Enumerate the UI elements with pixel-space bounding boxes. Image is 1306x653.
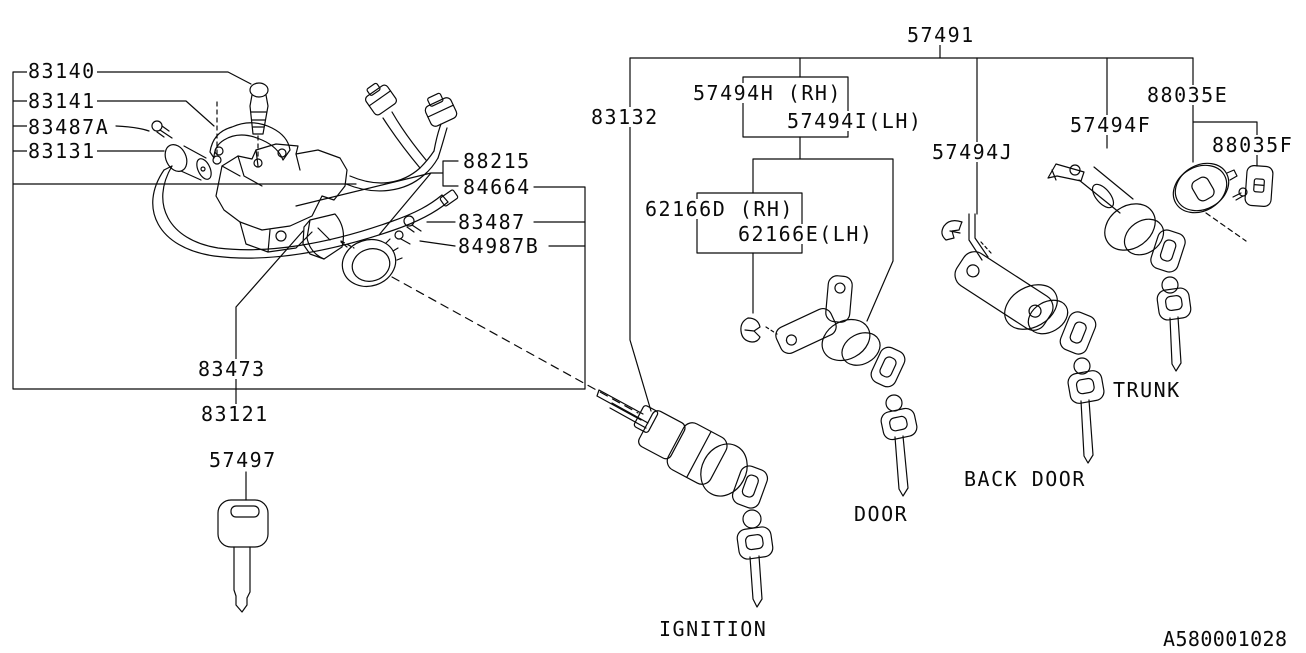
part-label-57491: 57491 (906, 23, 976, 47)
part-label-84987b: 84987B (457, 234, 541, 258)
part-label-83473: 83473 (197, 357, 267, 381)
part-label-88215: 88215 (462, 149, 532, 173)
escutcheon-ring-drawing (340, 238, 403, 288)
key-ring-icon (742, 509, 762, 529)
door-lock-drawing (740, 275, 918, 497)
part-label-83131: 83131 (27, 139, 97, 163)
bolt-83140-drawing (249, 82, 269, 135)
caption-door: DOOR (853, 502, 910, 526)
part-label-83121: 83121 (200, 402, 270, 426)
part-label-62166e: 62166E(LH) (737, 222, 875, 246)
caption-back-door: BACK DOOR (963, 467, 1087, 491)
master-key-drawing (217, 499, 269, 613)
part-label-57494h: 57494H (RH) (692, 81, 843, 105)
screw-84987b-drawing (394, 230, 411, 245)
part-label-57497: 57497 (208, 448, 278, 472)
part-label-88035e: 88035E (1146, 83, 1230, 107)
screw-83487-drawing (403, 215, 422, 233)
ignition-spare-key (736, 526, 774, 608)
part-label-57494i: 57494I(LH) (786, 109, 924, 133)
part-label-84664: 84664 (462, 175, 532, 199)
part-label-83141: 83141 (27, 89, 97, 113)
caption-trunk: TRUNK (1112, 378, 1182, 402)
key-ring-icon (1073, 357, 1091, 375)
ignition-lock-drawing (596, 389, 774, 608)
part-label-88035f: 88035F (1211, 133, 1295, 157)
key-ring-icon (1161, 276, 1179, 294)
ignition-key-inserted (731, 465, 769, 509)
part-label-57494j: 57494J (931, 140, 1015, 164)
back-door-lock-drawing (941, 213, 1105, 464)
key-ring-icon (885, 394, 903, 412)
part-label-83140: 83140 (27, 59, 97, 83)
part-label-83132: 83132 (590, 105, 660, 129)
part-label-83487: 83487 (457, 210, 527, 234)
harness-connector-icon (365, 82, 458, 127)
dashed-alignment-lines (216, 101, 1247, 414)
part-label-83487a: 83487A (27, 115, 111, 139)
clamp-83141-drawing (209, 122, 291, 161)
part-label-57494f: 57494F (1069, 113, 1153, 137)
trunk-lock-drawing (1047, 163, 1192, 372)
cylinder-83131-drawing (164, 144, 212, 181)
drawing-number: A580001028 (1162, 627, 1289, 651)
pad-83473-drawing (302, 213, 345, 260)
caption-ignition: IGNITION (658, 617, 769, 641)
part-label-62166d: 62166D (RH) (644, 197, 795, 221)
wiring-harness-drawing (152, 111, 459, 259)
lock-housing-drawing (212, 143, 348, 253)
gasket-88035e-drawing (1172, 162, 1238, 214)
cover-88035f-drawing (1232, 165, 1274, 207)
steering-lock-assembly-drawing (151, 82, 459, 288)
screw-83487a-drawing (151, 120, 173, 139)
